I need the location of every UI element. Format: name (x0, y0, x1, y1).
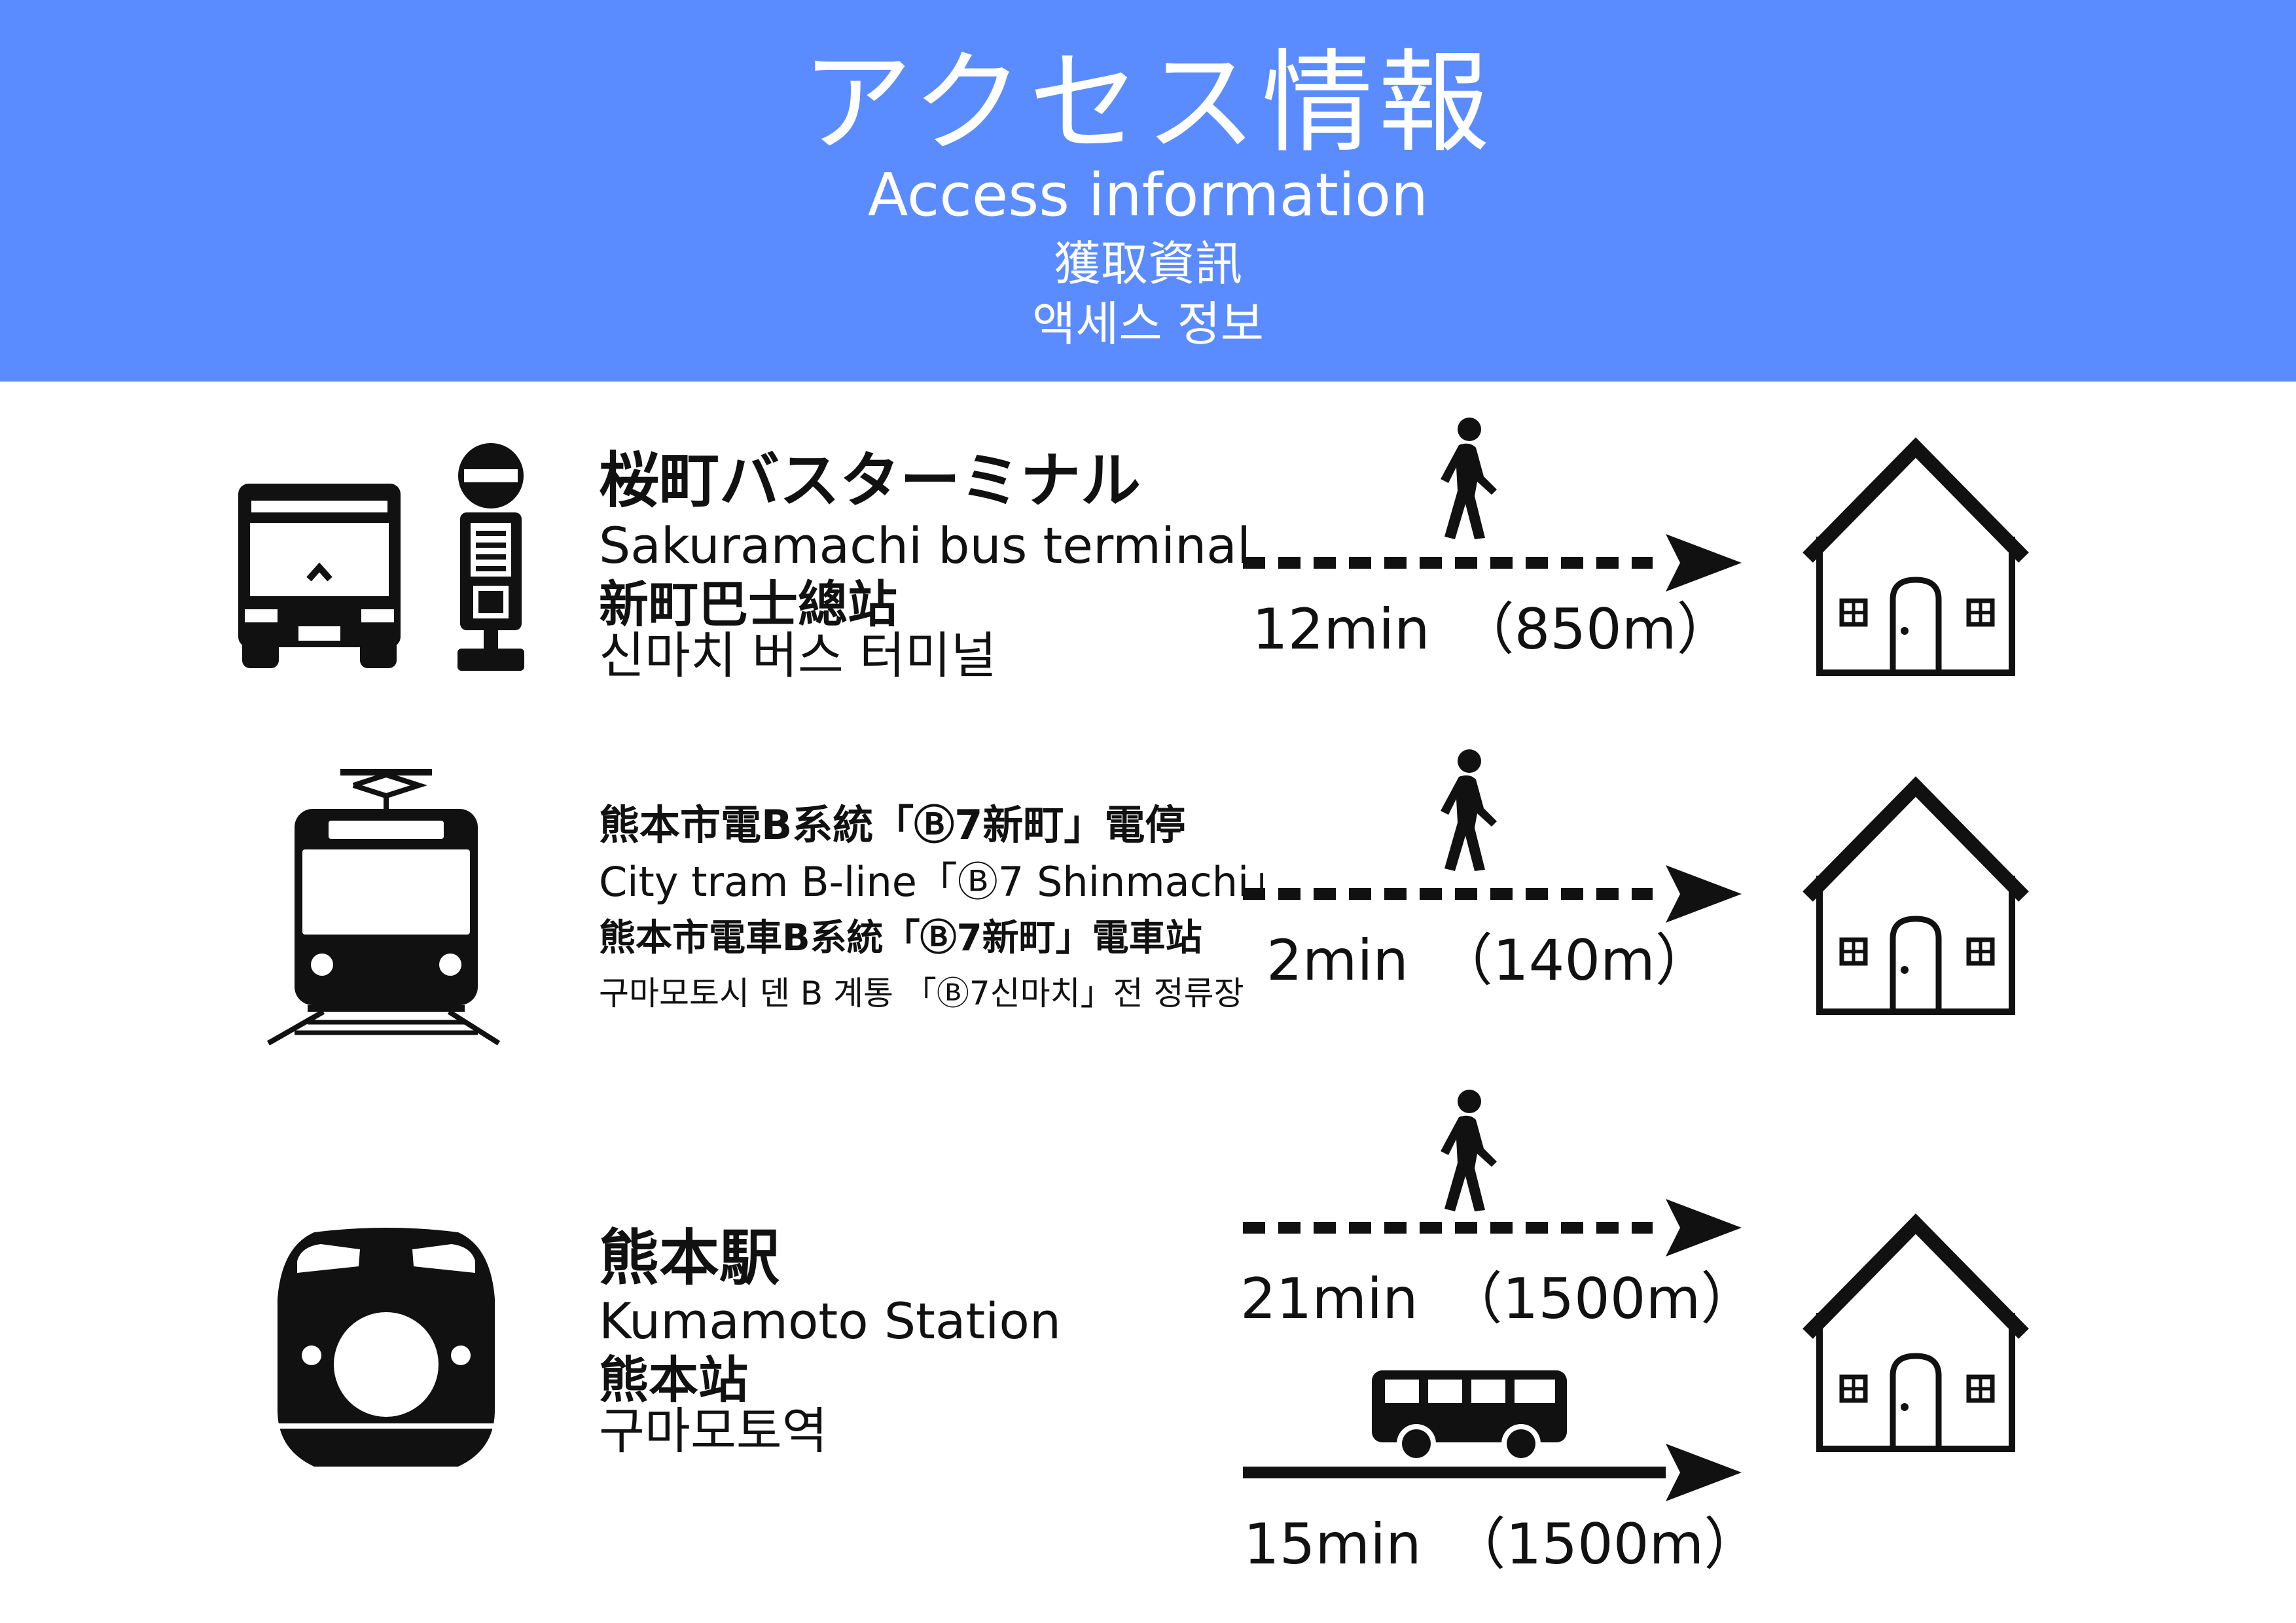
walking-route-arrow (1243, 865, 1742, 923)
tram-icon (267, 769, 501, 1046)
walking-route-arrow (1243, 1199, 1742, 1257)
place-name-korean: 구마모토시 덴 B 계통 「Ⓑ7신마치」전 정류장 (599, 974, 1244, 1012)
bus-route-arrow (1243, 1444, 1742, 1501)
title-japanese: アクセス情報 (801, 39, 1495, 168)
title-chinese: 獲取資訊 (1053, 236, 1242, 291)
bus-side-icon (1372, 1370, 1567, 1463)
title-korean: 액세스 정보 (1031, 296, 1265, 351)
walking-person-icon (1441, 749, 1497, 871)
walking-person-icon (1441, 418, 1497, 539)
walk-time-label: 2min （140m） (1266, 928, 1712, 993)
place-name-japanese: 熊本駅 (599, 1223, 780, 1293)
place-name-korean: 신마치 버스 터미널 (599, 626, 997, 685)
place-name-chinese: 熊本市電車B系統「Ⓑ7新町」電車站 (599, 917, 1202, 959)
house-icon (1803, 437, 2029, 676)
walk-time-label: 12min （850m） (1252, 597, 1733, 662)
walk-time-label: 21min （1500m） (1240, 1266, 1757, 1332)
place-name-japanese: 熊本市電B系統「Ⓑ7新町」電停 (599, 801, 1186, 849)
bullet-train-icon (278, 1228, 495, 1467)
place-name-chinese: 熊本站 (599, 1351, 748, 1409)
header-banner: アクセス情報 Access information 獲取資訊 액세스 정보 (0, 0, 2296, 382)
bus-time-label: 15min （1500m） (1244, 1512, 1761, 1577)
walking-route-arrow (1243, 534, 1742, 592)
bus-icon (238, 484, 401, 668)
place-name-english: Sakuramachi bus terminal (599, 516, 1251, 575)
title-english: Access information (867, 161, 1429, 230)
bus-stop-icon (457, 443, 524, 671)
place-name-japanese: 桜町バスターミナル (599, 446, 1141, 516)
place-name-english: Kumamoto Station (599, 1292, 1062, 1350)
place-name-english: City tram B-line「Ⓑ7 Shinmachi」 (599, 858, 1290, 906)
walking-person-icon (1441, 1090, 1497, 1211)
place-name-chinese: 新町巴士總站 (599, 575, 897, 633)
house-icon (1803, 1213, 2029, 1452)
house-icon (1803, 776, 2029, 1015)
place-name-korean: 구마모토역 (599, 1402, 828, 1460)
